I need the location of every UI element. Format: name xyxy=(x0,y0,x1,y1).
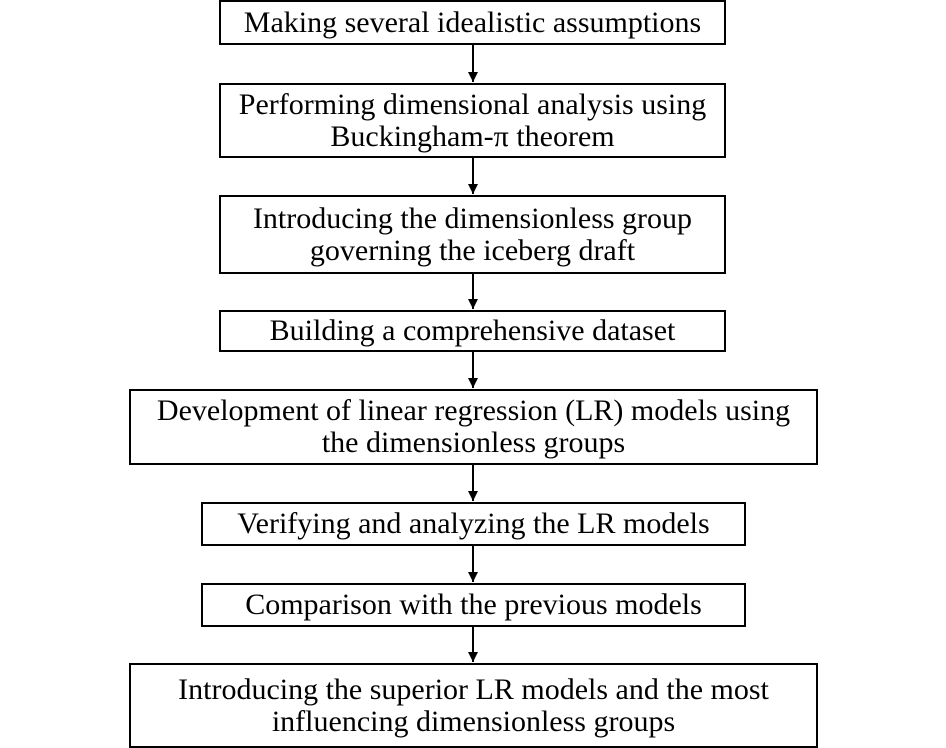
step-8-line-2: influencing dimensionless groups xyxy=(271,704,676,738)
step-2-line-1: Performing dimensional analysis using xyxy=(238,87,707,121)
step-6-line-1: Verifying and analyzing the LR models xyxy=(237,507,710,540)
step-5-line-2: the dimensionless groups xyxy=(321,426,626,459)
step-6-box: Verifying and analyzing the LR models xyxy=(201,502,746,546)
step-1-line-1: Making several idealistic assumptions xyxy=(243,5,702,39)
step-1-box: Making several idealistic assumptions xyxy=(219,0,726,45)
step-2-line-2: Buckingham-π theorem xyxy=(330,119,615,153)
step-3-line-2: governing the iceberg draft xyxy=(309,233,636,267)
step-8-box: Introducing the superior LR models and t… xyxy=(129,663,818,748)
step-8-line-1: Introducing the superior LR models and t… xyxy=(178,672,769,706)
step-2-box: Performing dimensional analysis using Bu… xyxy=(219,83,726,158)
step-5-line-1: Development of linear regression (LR) mo… xyxy=(156,394,791,427)
step-5-box: Development of linear regression (LR) mo… xyxy=(129,389,818,465)
step-7-box: Comparison with the previous models xyxy=(201,583,746,627)
step-4-box: Building a comprehensive dataset xyxy=(219,310,726,352)
step-7-line-1: Comparison with the previous models xyxy=(245,588,702,621)
step-3-box: Introducing the dimensionless group gove… xyxy=(219,195,726,274)
step-4-line-1: Building a comprehensive dataset xyxy=(269,314,676,347)
step-3-line-1: Introducing the dimensionless group xyxy=(252,201,693,235)
